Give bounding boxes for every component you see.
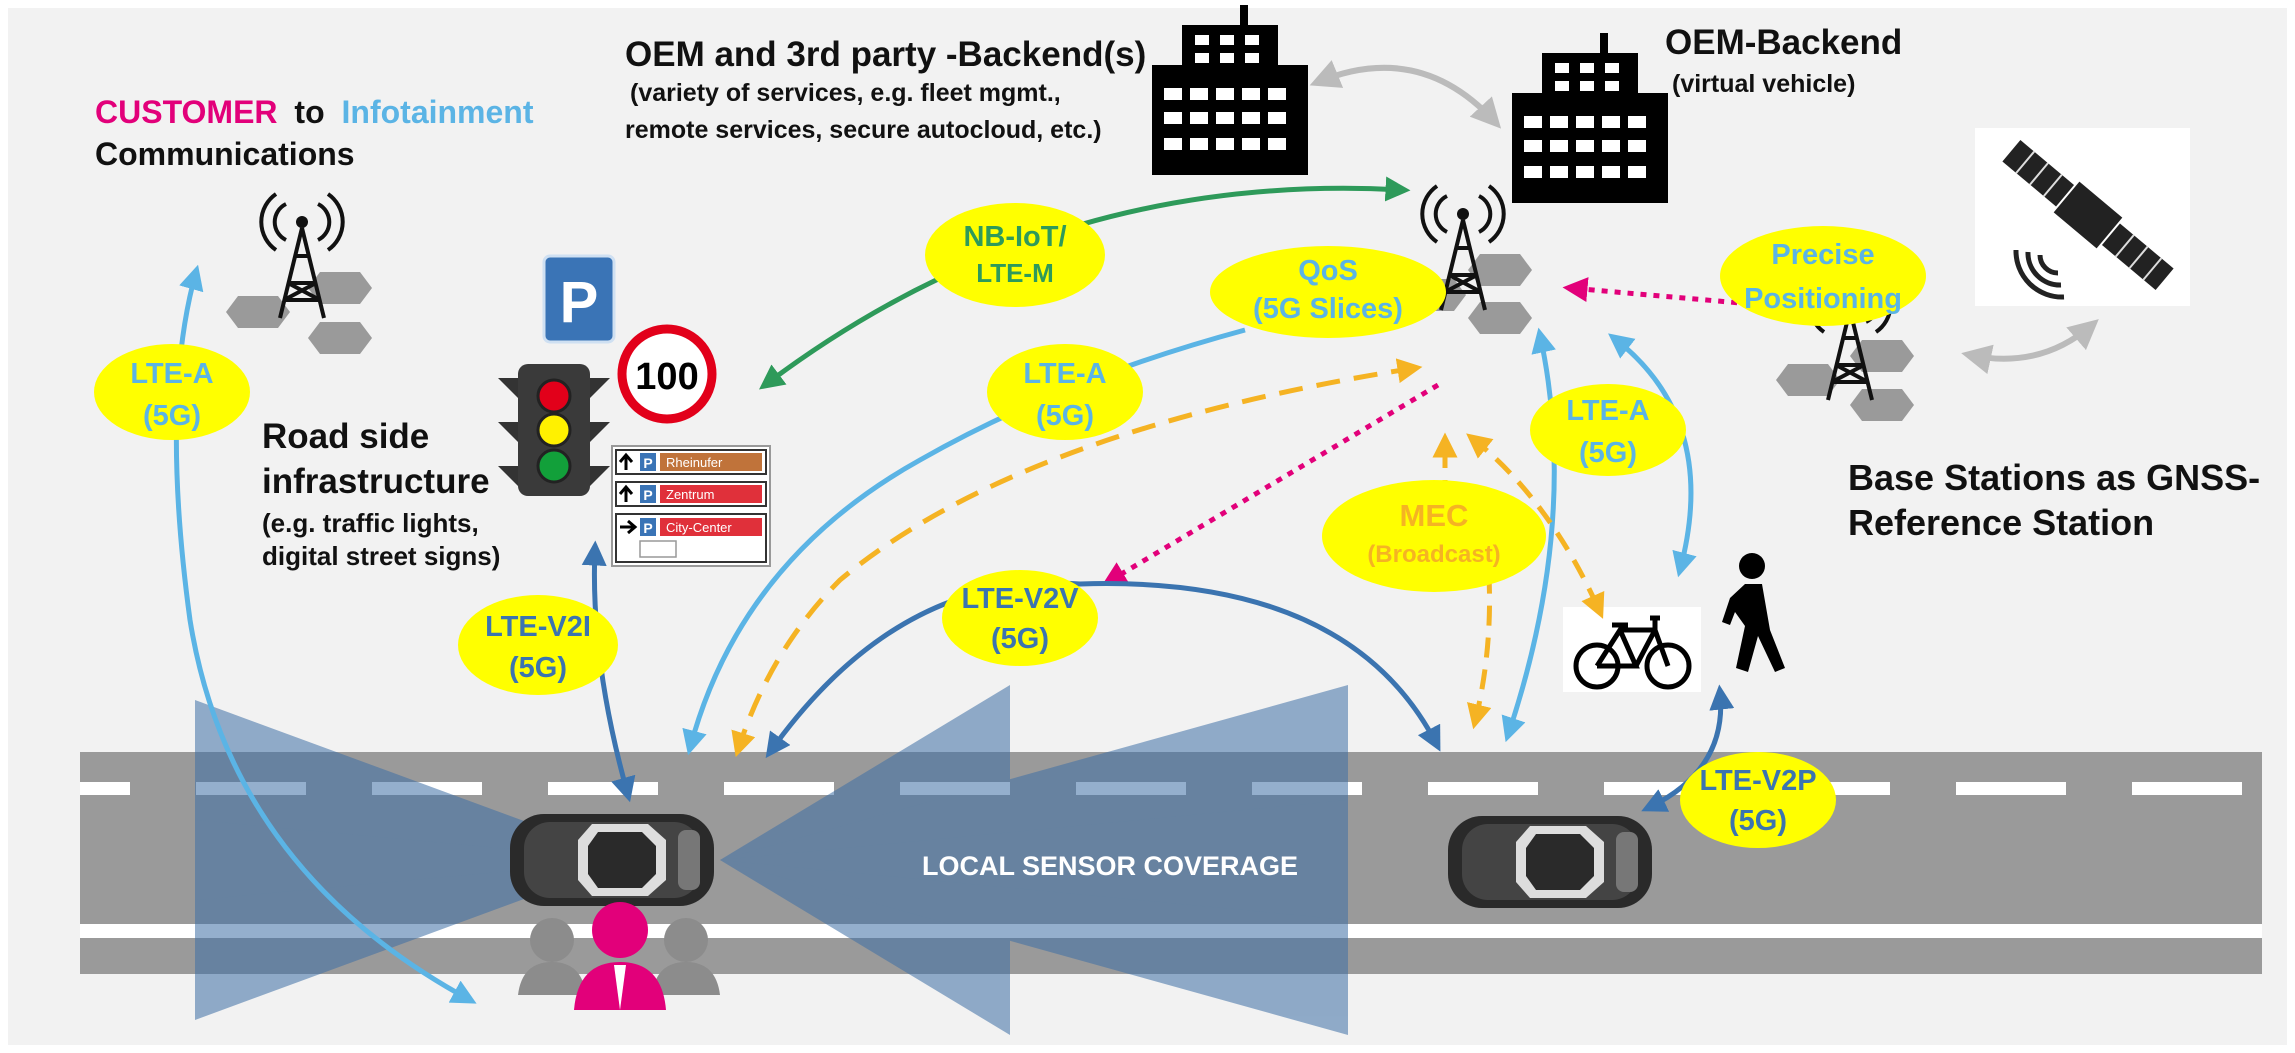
svg-text:LTE-A: LTE-A [130, 358, 213, 390]
speed-limit-sign-icon: 100 [617, 324, 717, 424]
customer-word: CUSTOMER [95, 94, 278, 130]
svg-text:(5G): (5G) [991, 623, 1049, 655]
svg-text:Zentrum: Zentrum [666, 487, 714, 502]
sensor-coverage-label: LOCAL SENSOR COVERAGE [922, 851, 1298, 881]
customer-heading: CUSTOMER to Infotainment Communications [95, 94, 534, 172]
precise-dotted-arrow [1562, 277, 1764, 308]
svg-text:Road side: Road side [262, 417, 429, 456]
bubble-lte-v2p: LTE-V2P (5G) [1680, 752, 1836, 848]
svg-text:remote services, secure autocl: remote services, secure autocloud, etc.) [625, 116, 1102, 144]
people-icon [518, 902, 720, 1010]
bubble-precise-positioning: Precise Positioning [1720, 226, 1926, 326]
communications-word: Communications [95, 136, 355, 172]
car-icon [510, 814, 714, 906]
satellite-gray-arrow [1961, 319, 2099, 375]
base-stations-heading: Base Stations as GNSS- Reference Station [1848, 457, 2260, 543]
svg-text:digital street signs): digital street signs) [262, 541, 500, 571]
svg-text:LTE-M: LTE-M [976, 258, 1054, 288]
traffic-light-icon [498, 364, 610, 496]
svg-text:(Broadcast): (Broadcast) [1367, 541, 1500, 568]
svg-text:(5G): (5G) [1036, 400, 1094, 432]
svg-text:LTE-A: LTE-A [1023, 358, 1106, 390]
svg-text:(5G): (5G) [509, 652, 567, 684]
bubble-lte-v2i: LTE-V2I (5G) [458, 595, 618, 695]
svg-text:(e.g. traffic lights,: (e.g. traffic lights, [262, 508, 479, 538]
svg-text:Base Stations as GNSS-: Base Stations as GNSS- [1848, 457, 2260, 498]
street-sign-row: P Rheinufer [615, 449, 767, 475]
svg-text:P: P [643, 455, 652, 471]
bubble-lte-a-right: LTE-A (5G) [1530, 384, 1686, 476]
svg-text:OEM and 3rd party -Backend(s): OEM and 3rd party -Backend(s) [625, 35, 1146, 74]
bubble-qos: QoS (5G Slices) [1210, 246, 1446, 338]
svg-text:OEM-Backend: OEM-Backend [1665, 23, 1902, 62]
to-word: to [294, 94, 324, 130]
svg-text:P: P [643, 520, 652, 536]
svg-text:P: P [560, 270, 599, 335]
bubble-nb-iot: NB-IoT/ LTE-M [925, 203, 1105, 307]
svg-text:MEC: MEC [1400, 498, 1469, 533]
svg-text:(virtual vehicle): (virtual vehicle) [1672, 70, 1855, 98]
svg-text:(5G): (5G) [1729, 805, 1787, 837]
svg-text:LTE-V2V: LTE-V2V [961, 583, 1079, 615]
parking-sign-icon: P [542, 254, 616, 344]
pedestrian-icon [1722, 553, 1785, 672]
svg-text:NB-IoT/: NB-IoT/ [963, 221, 1066, 253]
svg-text:(5G Slices): (5G Slices) [1253, 293, 1403, 325]
lte-v2p-arrow [1641, 684, 1735, 812]
mec-dashed-arrow-left [731, 358, 1423, 758]
oem-3rd-party-heading: OEM and 3rd party -Backend(s) (variety o… [625, 35, 1146, 144]
street-sign-row: P City-Center [615, 513, 767, 563]
svg-text:QoS: QoS [1298, 255, 1358, 287]
svg-text:(5G): (5G) [143, 400, 201, 432]
bubble-lte-v2v: LTE-V2V (5G) [942, 570, 1098, 666]
svg-text:CUSTOMER to Infota: CUSTOMER to Infotainment [95, 94, 534, 130]
backend-gray-arrow [1309, 60, 1502, 129]
satellite-icon [1975, 128, 2190, 306]
svg-text:LTE-V2I: LTE-V2I [485, 611, 591, 643]
mec-dashed-arrow-bike [1466, 433, 1605, 619]
arrows [173, 60, 2099, 1004]
street-signs: P Rheinufer P Zentrum P City-Center [611, 445, 771, 567]
svg-text:Reference Station: Reference Station [1848, 502, 2154, 543]
street-sign-row: P Zentrum [615, 481, 767, 507]
svg-text:LTE-A: LTE-A [1566, 395, 1649, 427]
bicycle-icon [1563, 607, 1701, 692]
svg-text:P: P [643, 487, 652, 503]
svg-text:infrastructure: infrastructure [262, 462, 490, 501]
car-icon [1448, 816, 1652, 908]
bubble-lte-a-mid: LTE-A (5G) [987, 344, 1143, 440]
svg-text:Precise: Precise [1771, 239, 1874, 271]
lte-v2v-arrow [765, 580, 1441, 759]
svg-text:City-Center: City-Center [666, 520, 732, 535]
svg-text:Positioning: Positioning [1744, 283, 1902, 315]
svg-text:Rheinufer: Rheinufer [666, 455, 723, 470]
infotainment-word: Infotainment [342, 94, 534, 130]
svg-text:(variety of services, e.g. fle: (variety of services, e.g. fleet mgmt., [630, 79, 1061, 107]
road-side-heading: Road side infrastructure (e.g. traffic l… [262, 417, 500, 571]
bubble-mec: MEC (Broadcast) [1322, 480, 1546, 592]
svg-text:100: 100 [635, 356, 698, 398]
oem-backend-heading: OEM-Backend (virtual vehicle) [1665, 23, 1902, 98]
svg-text:LTE-V2P: LTE-V2P [1699, 765, 1816, 797]
svg-text:(5G): (5G) [1579, 437, 1637, 469]
bubble-lte-a-left: LTE-A (5G) [94, 344, 250, 440]
